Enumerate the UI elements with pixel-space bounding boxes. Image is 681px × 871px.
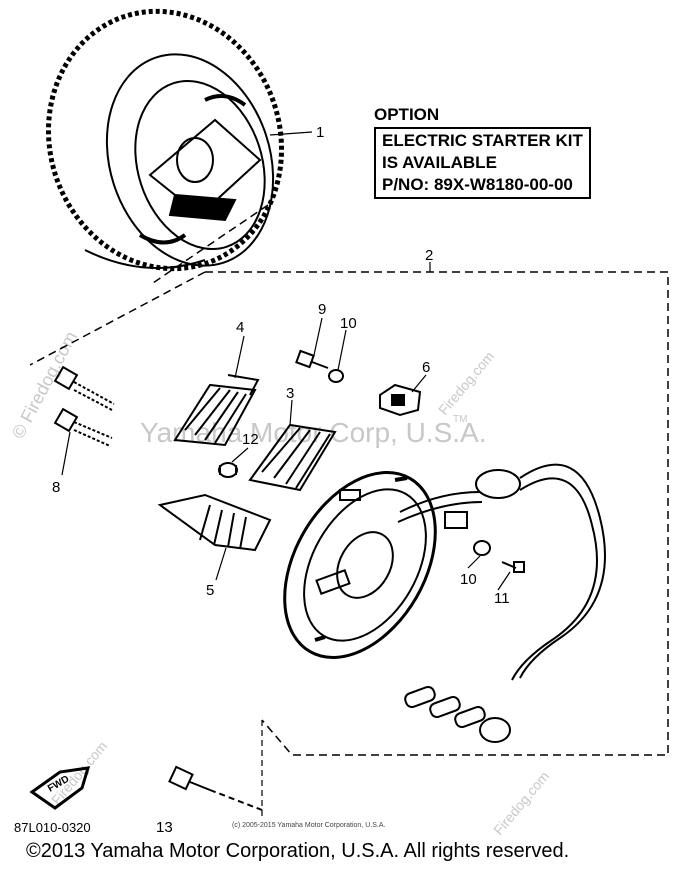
- callout-10-right: 10: [460, 571, 477, 588]
- watermark-tm: TM: [453, 414, 467, 425]
- callout-4: 4: [236, 319, 244, 336]
- leader-lines: [61, 131, 511, 820]
- part-code: 87L010-0320: [14, 820, 91, 835]
- bolt-13: [168, 765, 263, 811]
- callout-8: 8: [52, 479, 60, 496]
- callout-12: 12: [242, 431, 259, 448]
- washer-10-right: [473, 540, 491, 556]
- screw-11: [501, 561, 525, 573]
- callout-3: 3: [286, 385, 294, 402]
- bolt-7: [53, 365, 115, 411]
- collar-12: [218, 462, 238, 478]
- callout-2: 2: [425, 247, 433, 264]
- small-copyright: (c) 2005-2015 Yamaha Motor Corporation, …: [232, 822, 386, 829]
- bolt-8: [53, 407, 113, 447]
- option-note: OPTION ELECTRIC STARTER KIT IS AVAILABLE…: [374, 104, 591, 199]
- wire-harness: [397, 463, 606, 743]
- callout-10-top: 10: [340, 315, 357, 332]
- coil-4: [173, 374, 260, 447]
- screw-9: [295, 349, 329, 369]
- watermark-firedog-bottom-right: Firedog.com: [490, 768, 552, 838]
- option-box: ELECTRIC STARTER KIT IS AVAILABLE P/NO: …: [374, 127, 591, 199]
- pulser-coil-6: [379, 383, 422, 417]
- flywheel: [45, 8, 285, 272]
- stator-plate: [283, 471, 437, 659]
- option-line-3: P/NO: 89X-W8180-00-00: [382, 175, 573, 194]
- assembly-boundary: [29, 204, 669, 756]
- callout-1: 1: [316, 124, 324, 141]
- callout-9: 9: [318, 301, 326, 318]
- option-line-2: IS AVAILABLE: [382, 153, 497, 172]
- copyright-notice: ©2013 Yamaha Motor Corporation, U.S.A. A…: [26, 840, 570, 862]
- callout-6: 6: [422, 359, 430, 376]
- option-line-1: ELECTRIC STARTER KIT: [382, 131, 583, 150]
- callout-11: 11: [494, 590, 510, 607]
- washer-10-top: [328, 369, 344, 383]
- coil-5: [157, 493, 272, 552]
- coil-3: [248, 423, 337, 492]
- callout-13: 13: [156, 819, 173, 836]
- callout-5: 5: [206, 582, 214, 599]
- watermark-firedog-mid: Firedog.com: [435, 348, 497, 418]
- callout-numbers: 1 2 3 4 5 6 8 9 10 10 11 12 13: [52, 124, 510, 836]
- option-heading: OPTION: [374, 105, 440, 124]
